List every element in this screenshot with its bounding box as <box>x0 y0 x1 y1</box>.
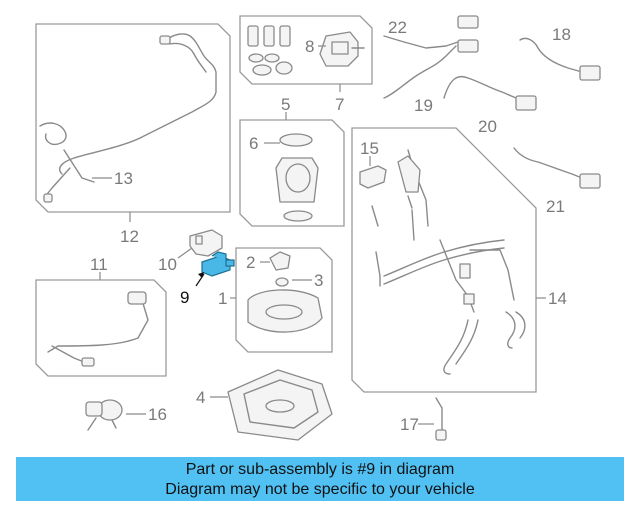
info-banner: Part or sub-assembly is #9 in diagram Di… <box>16 457 624 501</box>
sensor-18 <box>519 37 601 81</box>
callout-5-label: 5 <box>281 95 290 114</box>
callout-7-label: 7 <box>335 95 344 114</box>
group-5-box <box>239 119 345 227</box>
callout-17-label: 17 <box>400 415 419 434</box>
callout-16: 16 <box>126 405 167 424</box>
fitting-set <box>247 25 293 76</box>
banner-line-1: Part or sub-assembly is #9 in diagram <box>185 461 455 478</box>
callout-11: 11 <box>90 255 108 280</box>
callout-1-label: 1 <box>218 289 227 308</box>
group-14-box <box>351 127 537 393</box>
callout-20: 20 <box>478 117 497 136</box>
banner-line-2: Diagram may not be specific to your vehi… <box>165 481 475 498</box>
sensor-20 <box>443 75 537 111</box>
callout-2-label: 2 <box>246 253 255 272</box>
callout-22-label: 22 <box>388 18 407 37</box>
callout-8-label: 8 <box>305 37 314 56</box>
callout-3-label: 3 <box>314 271 323 290</box>
sensor-17 <box>435 397 447 441</box>
callout-19-label: 19 <box>414 96 433 115</box>
group-11-box <box>35 279 167 377</box>
callout-15: 15 <box>360 139 379 166</box>
bracket-10 <box>189 229 223 257</box>
callout-21-label: 21 <box>546 197 565 216</box>
callout-14: 14 <box>536 289 567 308</box>
callout-15-label: 15 <box>360 139 379 158</box>
callout-16-label: 16 <box>148 405 167 424</box>
callout-4: 4 <box>196 388 228 407</box>
callout-6: 6 <box>249 134 280 153</box>
callout-17: 17 <box>400 415 434 434</box>
callout-9-label: 9 <box>180 288 189 307</box>
callout-7: 7 <box>335 84 344 114</box>
callout-4-label: 4 <box>196 388 205 407</box>
callout-14-label: 14 <box>548 289 567 308</box>
callout-11-label: 11 <box>90 255 108 274</box>
parts-diagram: 13 12 8 7 22 <box>35 15 601 441</box>
callout-21: 21 <box>546 197 565 216</box>
callout-5: 5 <box>281 95 290 120</box>
callout-12-label: 12 <box>120 227 139 246</box>
callout-18-label: 18 <box>552 25 571 44</box>
group-12-box <box>35 23 231 213</box>
callout-2: 2 <box>246 253 270 272</box>
callout-10: 10 <box>158 247 193 274</box>
callout-1: 1 <box>218 289 236 308</box>
valve-16 <box>85 399 123 431</box>
sensor-21 <box>513 147 601 189</box>
callout-19: 19 <box>414 96 433 115</box>
callout-20-label: 20 <box>478 117 497 136</box>
callout-8: 8 <box>305 37 326 56</box>
callout-12: 12 <box>120 212 139 246</box>
sensor-19 <box>383 39 479 99</box>
callout-10-label: 10 <box>158 255 177 274</box>
group-7-box <box>239 15 373 85</box>
sensor-9-highlighted[interactable] <box>201 251 235 277</box>
tank-shield-4 <box>227 369 333 441</box>
bracket-15 <box>359 165 387 189</box>
purge-valve-8 <box>319 31 365 67</box>
sensor-22 <box>383 15 479 49</box>
callout-13: 13 <box>92 169 133 188</box>
callout-3: 3 <box>292 271 323 290</box>
callout-22: 22 <box>388 18 407 37</box>
callout-13-label: 13 <box>114 169 133 188</box>
group-1-box <box>235 247 333 353</box>
callout-9: 9 <box>180 272 205 307</box>
callout-6-label: 6 <box>249 134 258 153</box>
callout-18: 18 <box>552 25 571 44</box>
